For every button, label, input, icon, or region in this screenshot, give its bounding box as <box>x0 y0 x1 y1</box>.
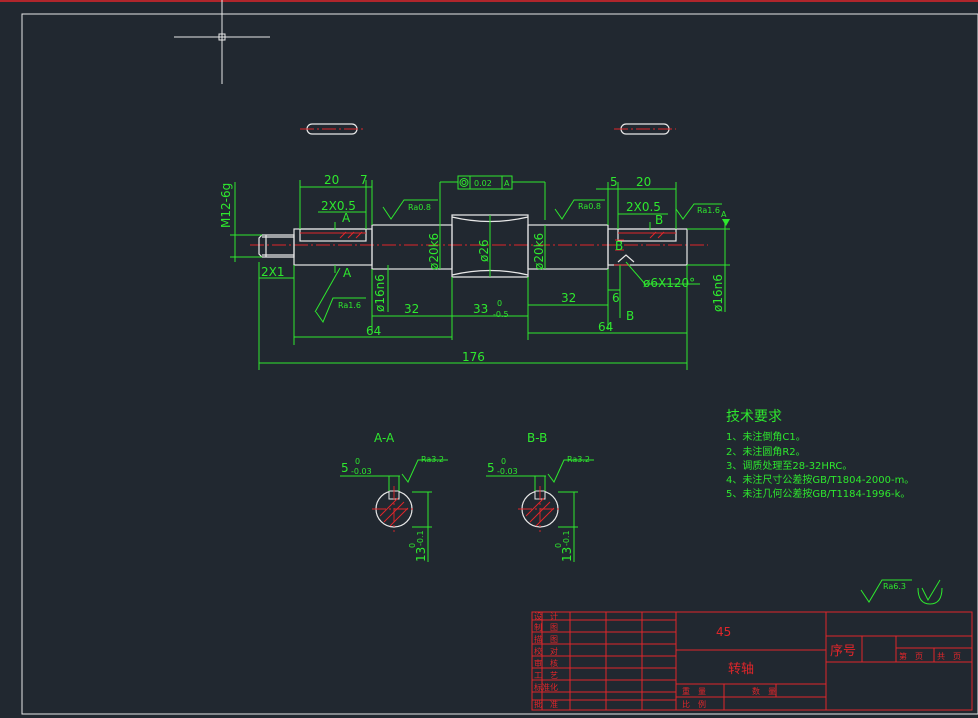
notes-title: 技术要求 <box>726 409 782 425</box>
drawing-border <box>21 13 978 715</box>
keyway-top-view-left <box>300 123 364 135</box>
dim-33-tol-lower: -0.5 <box>493 310 509 319</box>
section-mark-b-top: B <box>655 213 663 227</box>
section-mark-a-bottom: A <box>343 266 352 280</box>
section-a-key-width: 5 <box>341 461 349 475</box>
section-a-depth-tol-upper: 0 <box>408 543 417 548</box>
tolerance-flatness-value: 0.02 <box>474 179 492 188</box>
section-b-key-width-tol-lower: -0.03 <box>497 467 518 476</box>
dim-phi16-right: ø16n6 <box>711 274 725 312</box>
section-b-roughness: Ra3.2 <box>567 455 590 464</box>
tb-label-trace: 描 图 <box>534 634 558 644</box>
dimension-labels: 20 7 2X0.5 A A Ra0.8 0.02 A 5 20 2X0.5 B… <box>219 173 727 364</box>
dim-64-right: 64 <box>598 320 613 334</box>
tb-label-draw: 制 图 <box>534 622 558 632</box>
section-mark-b-mid: B <box>615 239 623 253</box>
section-b-key-width-tol-upper: 0 <box>501 457 506 466</box>
section-b-key-width: 5 <box>487 461 495 475</box>
section-b-depth-tol-upper: 0 <box>554 543 563 548</box>
dim-7: 7 <box>360 173 368 187</box>
notes-item-4: 4、未注尺寸公差按GB/T1804-2000-m。 <box>726 473 914 486</box>
dim-phi26: ø26 <box>477 239 491 262</box>
section-view-a: A-A 5 0 -0.03 Ra3.2 13 0 -0.1 <box>340 431 448 562</box>
tolerance-datum-ref: A <box>504 179 510 188</box>
dim-center-hole: ø6X120° <box>643 276 695 290</box>
dim-176: 176 <box>462 350 485 364</box>
section-a-roughness: Ra3.2 <box>421 455 444 464</box>
section-a-depth-tol-lower: -0.1 <box>416 530 425 546</box>
datum-label: A <box>721 210 727 219</box>
roughness-ra08-left: Ra0.8 <box>408 203 431 212</box>
section-a-depth: 13 <box>414 547 428 562</box>
tb-label-process: 工 艺 <box>534 671 558 680</box>
dim-6: 6 <box>612 291 620 305</box>
dim-2x05-right: 2X0.5 <box>626 200 661 214</box>
section-mark-a-top: A <box>342 211 351 225</box>
keyway-top-view-right <box>614 123 676 135</box>
notes-item-3: 3、调质处理至28-32HRC。 <box>726 460 852 472</box>
section-mark-b-bottom: B <box>626 309 634 323</box>
tb-sheet-total: 共 页 <box>937 652 961 661</box>
section-b-depth: 13 <box>560 547 574 562</box>
section-b-title: B-B <box>527 431 547 445</box>
tb-sheet-no: 第 页 <box>899 651 923 661</box>
section-b-depth-tol-lower: -0.1 <box>562 530 571 546</box>
tb-label-review: 审 核 <box>534 658 558 668</box>
dim-33: 33 <box>473 302 488 316</box>
dim-64-left: 64 <box>366 324 381 338</box>
tb-scale-label: 比 例 <box>682 699 706 709</box>
shaft-outline <box>250 214 708 278</box>
general-roughness-symbol: Ra6.3 <box>860 579 943 605</box>
tb-seq-label: 序号 <box>830 644 856 659</box>
tb-label-check: 校 对 <box>534 646 558 656</box>
tb-label-standard: 标准化 <box>534 682 558 692</box>
dim-20-left: 20 <box>324 173 339 187</box>
dimension-lines <box>230 175 730 370</box>
dim-5: 5 <box>610 175 618 189</box>
dim-32-left: 32 <box>404 302 419 316</box>
notes-item-5: 5、未注几何公差按GB/T1184-1996-k。 <box>726 487 910 500</box>
notes-item-1: 1、未注倒角C1。 <box>726 430 806 443</box>
dim-20-right: 20 <box>636 175 651 189</box>
tb-qty-label: 数 量 <box>752 686 776 696</box>
roughness-ra16-left: Ra1.6 <box>338 301 361 310</box>
dim-phi20-left: ø20k6 <box>427 233 441 270</box>
tb-label-design: 设 计 <box>534 611 558 621</box>
tb-material: 45 <box>716 625 731 639</box>
section-a-key-width-tol-upper: 0 <box>355 457 360 466</box>
tb-label-approve: 批 准 <box>534 699 558 709</box>
tb-weight-label: 重 量 <box>682 686 706 696</box>
roughness-ra16-right: Ra1.6 <box>697 206 720 215</box>
section-view-b: B-B 5 0 -0.03 Ra3.2 13 0 -0.1 <box>486 431 594 562</box>
crosshair-cursor-icon <box>174 0 270 84</box>
general-roughness-label: Ra6.3 <box>883 582 906 591</box>
technical-requirements: 技术要求 1、未注倒角C1。 2、未注圆角R2。 3、调质处理至28-32HRC… <box>726 409 914 500</box>
tb-part-name: 转轴 <box>728 662 754 677</box>
roughness-ra08-right: Ra0.8 <box>578 202 601 211</box>
dim-2x1: 2X1 <box>261 265 285 279</box>
title-block: 设 计 制 图 描 图 校 对 审 核 工 艺 标准化 批 准 45 转轴 重 … <box>531 611 973 711</box>
dim-32-right: 32 <box>561 291 576 305</box>
dim-33-tol-upper: 0 <box>497 299 502 308</box>
section-a-key-width-tol-lower: -0.03 <box>351 467 372 476</box>
section-a-title: A-A <box>374 431 395 445</box>
notes-item-2: 2、未注圆角R2。 <box>726 445 806 458</box>
dim-phi16-left: ø16n6 <box>373 274 387 312</box>
dim-2x05-left: 2X0.5 <box>321 199 356 213</box>
dim-phi20-right: ø20k6 <box>532 233 546 270</box>
dim-thread: M12-6g <box>219 183 233 228</box>
